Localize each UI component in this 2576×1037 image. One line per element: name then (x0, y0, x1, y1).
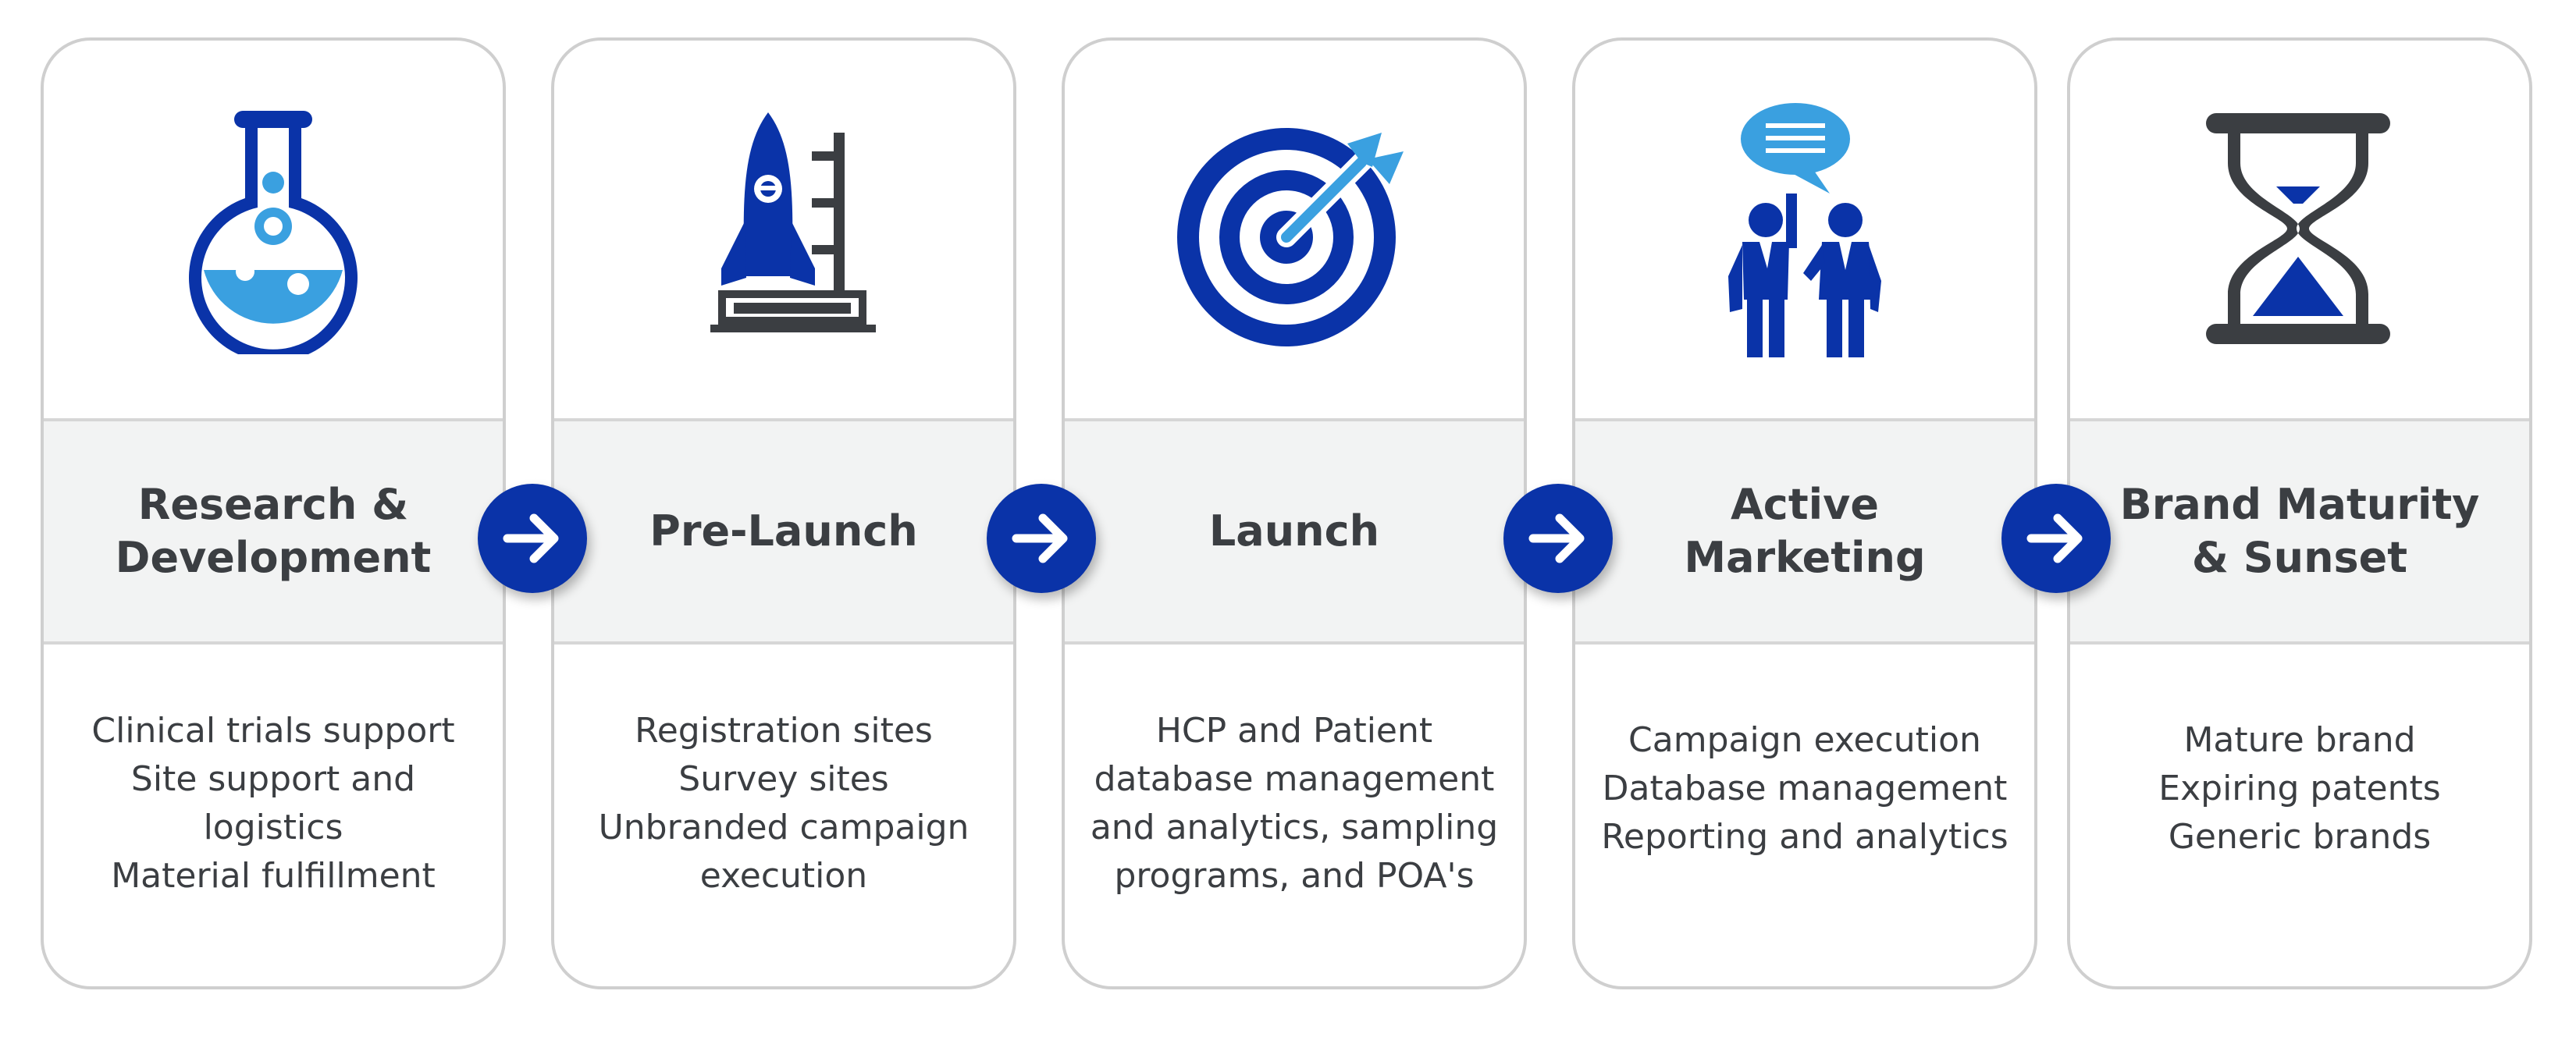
stage-description: Registration sites Survey sites Unbrande… (598, 711, 970, 896)
flask-icon (189, 111, 358, 354)
stage-description: HCP and Patient database management and … (1090, 711, 1499, 896)
stage-title-band: Pre-Launch (554, 418, 1013, 645)
stage-description-area: Registration sites Survey sites Unbrande… (554, 645, 1013, 986)
stage-title: Brand Maturity & Sunset (2119, 480, 2480, 582)
arrow-right-icon (1012, 513, 1068, 563)
arrow-right-icon (1528, 513, 1585, 563)
stage-title-band: Launch (1065, 418, 1524, 645)
stage-icon-area (44, 41, 503, 418)
connector-arrow (1503, 484, 1613, 593)
connector-arrow (478, 484, 587, 593)
stage-description: Campaign execution Database management R… (1601, 720, 2008, 857)
hourglass-icon (2206, 113, 2390, 344)
arrow-right-icon (2026, 513, 2083, 563)
stage-icon-area (1065, 41, 1524, 418)
stage-description-area: Mature brand Expiring patents Generic br… (2070, 645, 2529, 986)
stage-card-research: Research & Development Clinical trials s… (41, 37, 506, 989)
rocket-icon (710, 112, 876, 332)
stage-description-area: Clinical trials support Site support and… (44, 645, 503, 986)
connector-arrow (987, 484, 1096, 593)
stage-description-area: Campaign execution Database management R… (1575, 645, 2034, 986)
stage-title: Research & Development (115, 480, 432, 582)
stage-icon-area (2070, 41, 2529, 418)
connector-arrow (2001, 484, 2111, 593)
stage-title-band: Brand Maturity & Sunset (2070, 418, 2529, 645)
stage-title-band: Research & Development (44, 418, 503, 645)
target-icon (1177, 128, 1404, 346)
stage-card-pre-launch: Pre-Launch Registration sites Survey sit… (551, 37, 1016, 989)
stage-card-launch: Launch HCP and Patient database manageme… (1062, 37, 1527, 989)
stage-title-band: Active Marketing (1575, 418, 2034, 645)
stage-description-area: HCP and Patient database management and … (1065, 645, 1524, 986)
stage-description: Clinical trials support Site support and… (91, 711, 455, 896)
stage-icon-area (1575, 41, 2034, 418)
stage-description: Mature brand Expiring patents Generic br… (2158, 720, 2441, 857)
stage-card-active-marketing: Active Marketing Campaign execution Data… (1572, 37, 2037, 989)
arrow-right-icon (503, 513, 559, 563)
stage-icon-area (554, 41, 1013, 418)
stage-card-brand-maturity: Brand Maturity & Sunset Mature brand Exp… (2067, 37, 2532, 989)
stage-title: Launch (1208, 506, 1380, 556)
stage-title: Pre-Launch (649, 506, 918, 556)
stage-title: Active Marketing (1684, 480, 1926, 582)
businessmen-icon (1728, 103, 1881, 357)
